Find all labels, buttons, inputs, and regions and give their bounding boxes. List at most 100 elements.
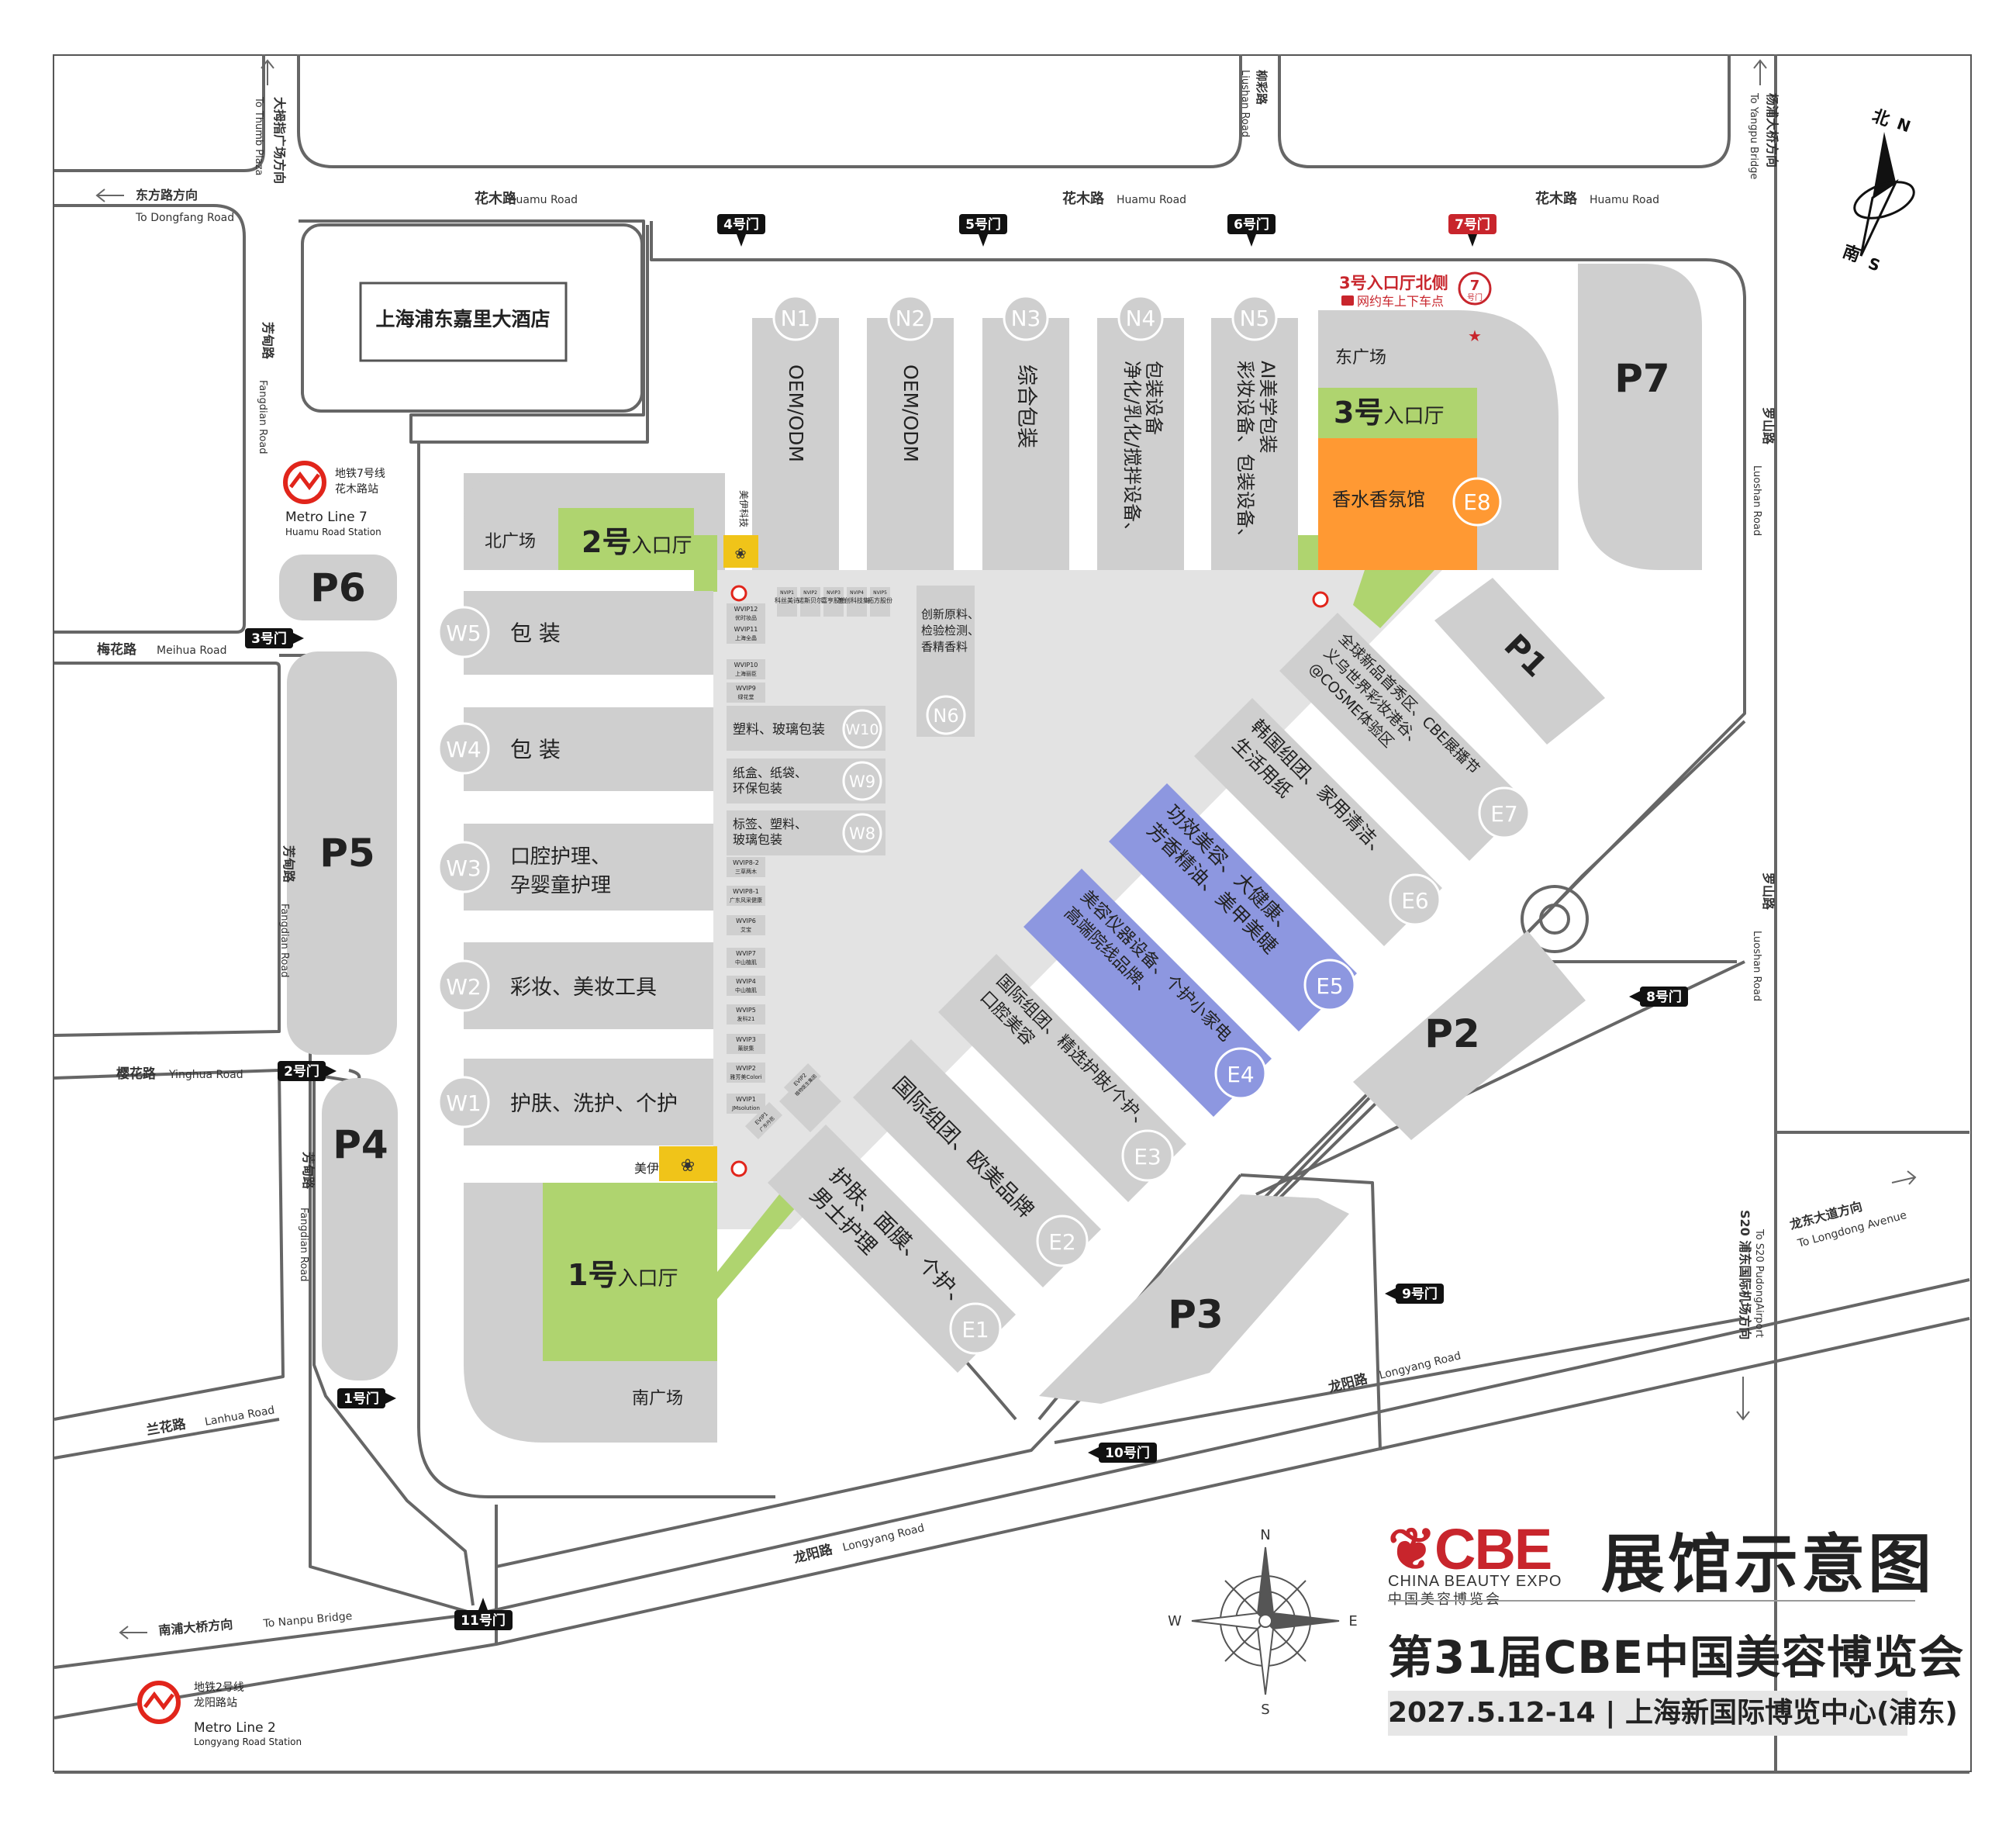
- hall-N6-line2: 检验检测、: [921, 624, 979, 638]
- hall-N6-badge: [926, 695, 966, 735]
- gate-8[interactable]: 8号门: [1629, 987, 1688, 1007]
- parking-P6[interactable]: [279, 555, 397, 620]
- svg-text:N: N: [1260, 1527, 1270, 1543]
- hall-E6[interactable]: [1194, 698, 1442, 946]
- hall-E6-badge: [1389, 873, 1441, 926]
- entrance-1-label: 1号入口厅: [568, 1258, 678, 1292]
- hall-N4[interactable]: [1097, 318, 1184, 570]
- gate-6[interactable]: 6号门: [1227, 214, 1276, 247]
- hall-E3-code: E3: [1134, 1144, 1162, 1170]
- gate-11[interactable]: 11号门: [454, 1598, 513, 1630]
- hall-W2[interactable]: [464, 942, 713, 1029]
- hall-W1[interactable]: [464, 1059, 713, 1146]
- gate-1[interactable]: 1号门: [337, 1388, 396, 1408]
- parking-lots: [279, 264, 1702, 1404]
- gate-5[interactable]: 5号门: [959, 214, 1007, 247]
- hall-W8-line1: 标签、塑料、: [733, 817, 807, 831]
- entrance-2[interactable]: [558, 508, 694, 570]
- hall-N3-label: 综合包装: [1014, 365, 1038, 448]
- vip-code: WVIP1: [736, 1096, 756, 1103]
- entrance-3[interactable]: [1318, 388, 1477, 438]
- gate-7[interactable]: 7号门: [1448, 214, 1496, 247]
- road-network: [54, 54, 1970, 1774]
- gate-4[interactable]: 4号门: [717, 214, 765, 247]
- hall-N5[interactable]: [1211, 318, 1298, 570]
- vip-name: 上海全晶: [735, 634, 757, 641]
- vip-name: 雅芳美Colori: [730, 1073, 761, 1080]
- vip-code: WVIP4: [736, 978, 756, 985]
- road-liuzhi-en: Liushan Road: [1239, 70, 1251, 137]
- parking-P3[interactable]: [1039, 1194, 1349, 1404]
- entrance-1[interactable]: [543, 1183, 717, 1361]
- hall-W4[interactable]: [464, 707, 713, 791]
- parking-P4[interactable]: [322, 1078, 398, 1381]
- gate-3[interactable]: 3号门: [245, 628, 304, 648]
- hall-E7-badge: [1478, 786, 1531, 839]
- vip-name: 拓方股份: [868, 596, 892, 604]
- hotel-box[interactable]: [359, 282, 568, 362]
- svg-text:9号门: 9号门: [1402, 1286, 1438, 1302]
- vip-code: WVIP11: [734, 626, 758, 633]
- parking-P2[interactable]: [1353, 931, 1586, 1140]
- hall-E2[interactable]: [853, 1039, 1101, 1287]
- hall-E5-badge: [1303, 959, 1356, 1011]
- parking-P6-label: P6: [310, 565, 365, 610]
- gate-2[interactable]: 2号门: [278, 1061, 337, 1081]
- hall-N3[interactable]: [982, 318, 1069, 570]
- hall-E8[interactable]: [1318, 438, 1477, 570]
- hall-E3[interactable]: [938, 954, 1186, 1202]
- gate-10[interactable]: 10号门: [1088, 1443, 1157, 1463]
- hall-N6-code: N6: [933, 705, 958, 727]
- gate-9[interactable]: 9号门: [1385, 1284, 1444, 1304]
- compass-s-en: S: [1866, 254, 1883, 275]
- hall-W10-badge: [842, 709, 882, 749]
- parking-P7[interactable]: [1578, 264, 1702, 570]
- hall-E8-code: E8: [1463, 489, 1491, 515]
- road-yangpu: 杨浦大桥方向: [1765, 93, 1780, 168]
- hall-W9-line2: 环保包装: [733, 781, 782, 796]
- vip-code: WVIP10: [734, 662, 758, 669]
- metro-line7[interactable]: 地铁7号线 花木路站 Metro Line 7 Huamu Road Stati…: [283, 461, 385, 537]
- parking-P1[interactable]: [1434, 578, 1605, 745]
- hall-E5[interactable]: [1109, 783, 1357, 1031]
- parking-P5[interactable]: [287, 651, 397, 1055]
- hall-E7[interactable]: [1279, 613, 1528, 861]
- road-labels: 花木路 Huamu Road 花木路 Huamu Road 花木路 Huamu …: [97, 70, 1908, 1638]
- hall-E3-badge: [1121, 1129, 1174, 1182]
- hall-N1[interactable]: [752, 318, 839, 570]
- road-huamu-3-en: Huamu Road: [1590, 194, 1659, 206]
- hall-W3[interactable]: [464, 824, 713, 911]
- hall-E1[interactable]: [768, 1125, 1016, 1373]
- hall-W2-badge: [437, 959, 490, 1012]
- title-divider: [1388, 1600, 1915, 1602]
- hall-N6-line3: 香精香料: [921, 640, 968, 654]
- rideshare-gate-num: 7: [1470, 278, 1480, 294]
- hall-W5[interactable]: [464, 591, 713, 675]
- parking-P2-label: P2: [1424, 1011, 1479, 1056]
- meiyi-tech: 美伊科技 ❀: [723, 490, 758, 568]
- entrance-1-ramp: [717, 1175, 810, 1299]
- hall-N2[interactable]: [867, 318, 954, 570]
- svg-text:S: S: [1261, 1702, 1269, 1718]
- metro-line2[interactable]: 地铁2号线 龙阳路站 Metro Line 2 Longyang Road St…: [137, 1681, 302, 1747]
- road-fangdian-2: 芳甸路: [281, 845, 296, 883]
- hall-E4[interactable]: [1024, 869, 1272, 1117]
